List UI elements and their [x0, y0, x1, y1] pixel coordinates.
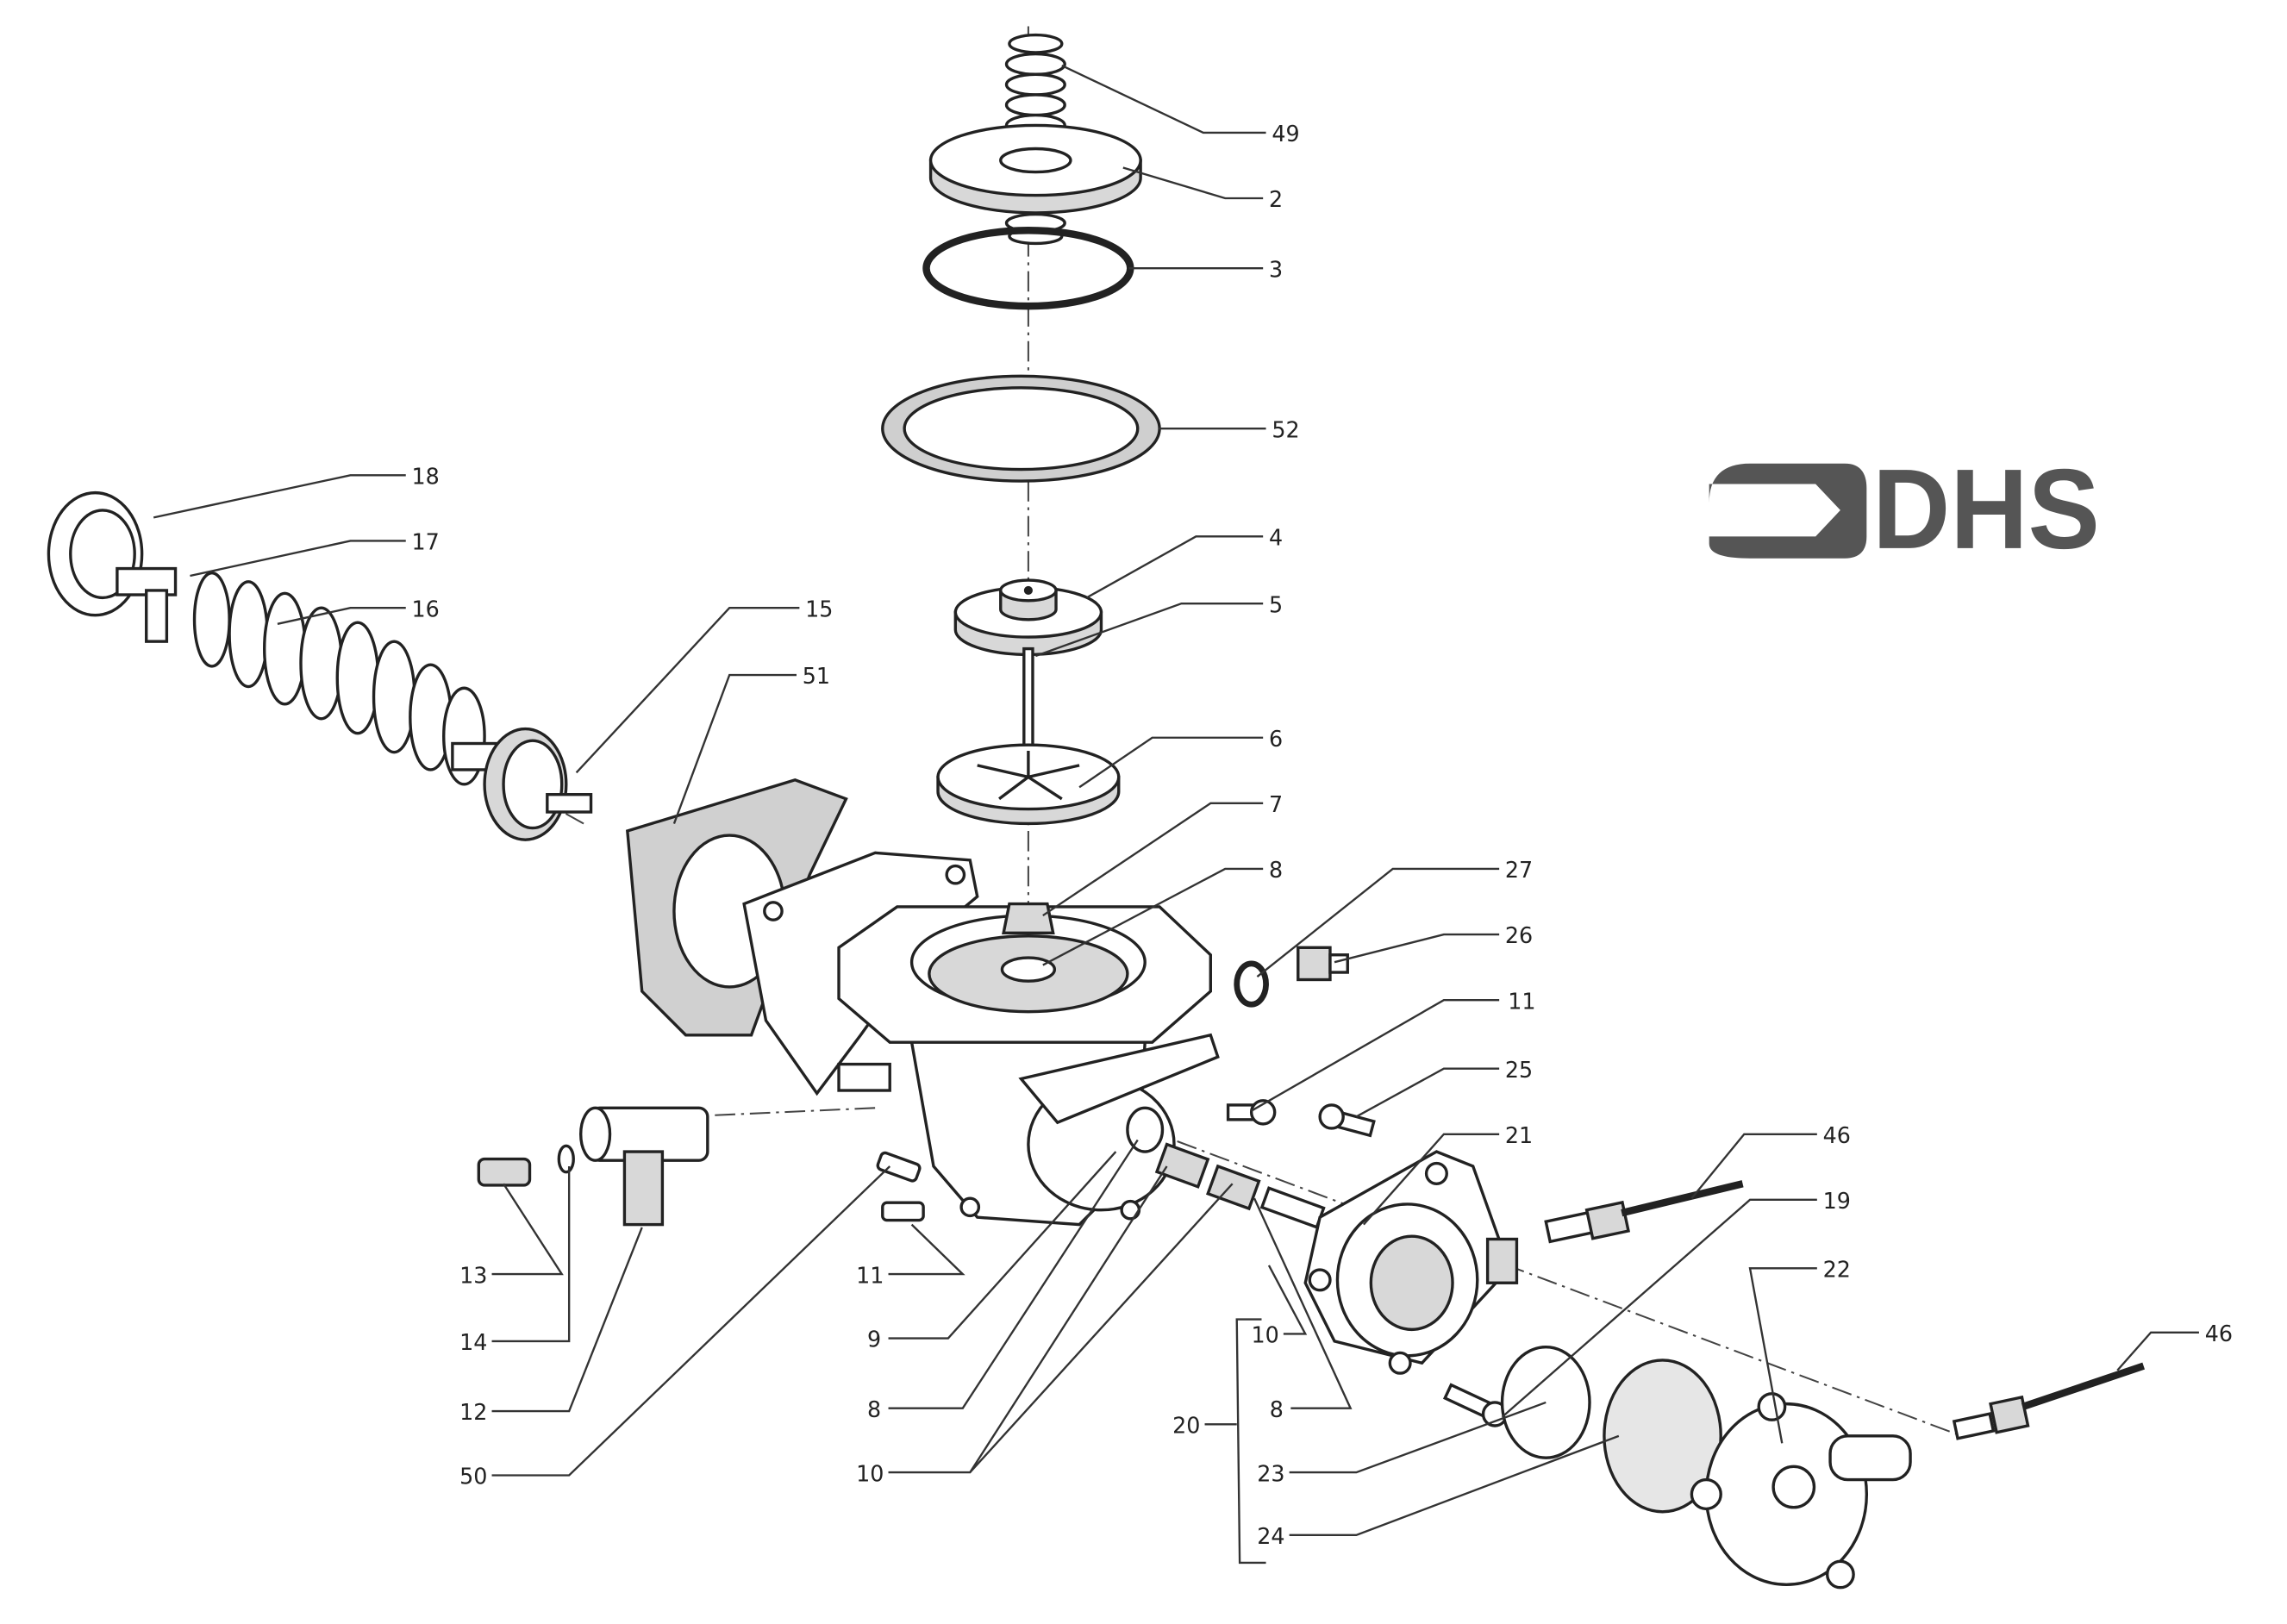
callout-5: 5 — [1269, 591, 1283, 617]
callout-10-left: 10 — [856, 1460, 884, 1486]
gasket-52 — [881, 374, 1161, 483]
callout-3: 3 — [1269, 256, 1283, 282]
screw-11 — [1226, 1099, 1277, 1126]
callout-26: 26 — [1505, 922, 1533, 948]
piston-15 — [451, 727, 593, 841]
callout-19: 19 — [1823, 1188, 1851, 1214]
ring-27 — [1234, 960, 1269, 1008]
callout-7: 7 — [1269, 791, 1283, 817]
callout-11-left: 11 — [856, 1262, 884, 1288]
union-12 — [579, 1106, 709, 1227]
cover-22 — [1690, 1392, 1912, 1590]
nut-7-8 — [1000, 902, 1057, 983]
spring-16-17 — [192, 571, 486, 786]
pin-5 — [1022, 646, 1034, 760]
callout-10: 10 — [1252, 1322, 1279, 1348]
callout-4: 4 — [1269, 525, 1283, 551]
callout-24: 24 — [1257, 1523, 1284, 1549]
callout-25: 25 — [1505, 1057, 1533, 1083]
callout-2: 2 — [1269, 186, 1283, 212]
callout-21: 21 — [1505, 1122, 1533, 1148]
spring-seat-2 — [928, 123, 1142, 246]
callout-20: 20 — [1172, 1412, 1200, 1438]
fitting-46 — [1544, 1180, 1744, 1244]
ring-14 — [557, 1144, 575, 1174]
callout-11: 11 — [1508, 988, 1535, 1014]
callout-50: 50 — [459, 1464, 487, 1490]
leader-lines — [153, 65, 2199, 1565]
regulator-body — [742, 851, 1220, 1227]
callout-52: 52 — [1272, 416, 1299, 442]
valve-stem-8-10 — [1126, 1106, 1326, 1229]
callout-9: 9 — [867, 1327, 881, 1352]
callout-8-right: 8 — [1270, 1396, 1284, 1422]
logo-text: DHS — [1872, 446, 2100, 572]
callout-13: 13 — [459, 1262, 487, 1288]
callout-46-right: 46 — [2205, 1321, 2233, 1346]
screw-11-left — [881, 1201, 925, 1222]
logo-arrow-icon — [1709, 463, 1867, 559]
callout-14: 14 — [459, 1329, 487, 1355]
callout-15: 15 — [805, 596, 833, 621]
fitting-46-right — [1952, 1362, 2146, 1440]
callout-8-left: 8 — [867, 1396, 881, 1422]
cap-18 — [47, 490, 178, 643]
housing-21 — [1303, 1150, 1519, 1375]
plug-26 — [1297, 946, 1349, 982]
diaphragm-plate-4 — [953, 578, 1103, 657]
callout-17: 17 — [412, 529, 440, 555]
callout-8: 8 — [1269, 857, 1283, 883]
callout-labels: 49 2 3 52 4 5 6 7 8 27 26 11 25 21 46 19… — [412, 121, 2233, 1549]
callout-51: 51 — [803, 663, 830, 689]
callout-23: 23 — [1257, 1460, 1284, 1486]
screw-25 — [1318, 1103, 1376, 1138]
callout-27: 27 — [1505, 857, 1533, 883]
screw-13 — [477, 1157, 532, 1187]
callout-12: 12 — [459, 1399, 487, 1425]
screw-50 — [876, 1151, 922, 1183]
callout-18: 18 — [412, 463, 440, 489]
callout-46: 46 — [1823, 1122, 1851, 1148]
diaphragm-24 — [1603, 1359, 1722, 1514]
callout-6: 6 — [1269, 726, 1283, 752]
diaphragm-6 — [936, 743, 1121, 826]
callout-22: 22 — [1823, 1256, 1851, 1282]
callout-16: 16 — [412, 596, 440, 621]
callout-49: 49 — [1272, 121, 1299, 147]
dhs-logo: DHS — [1709, 446, 2100, 572]
